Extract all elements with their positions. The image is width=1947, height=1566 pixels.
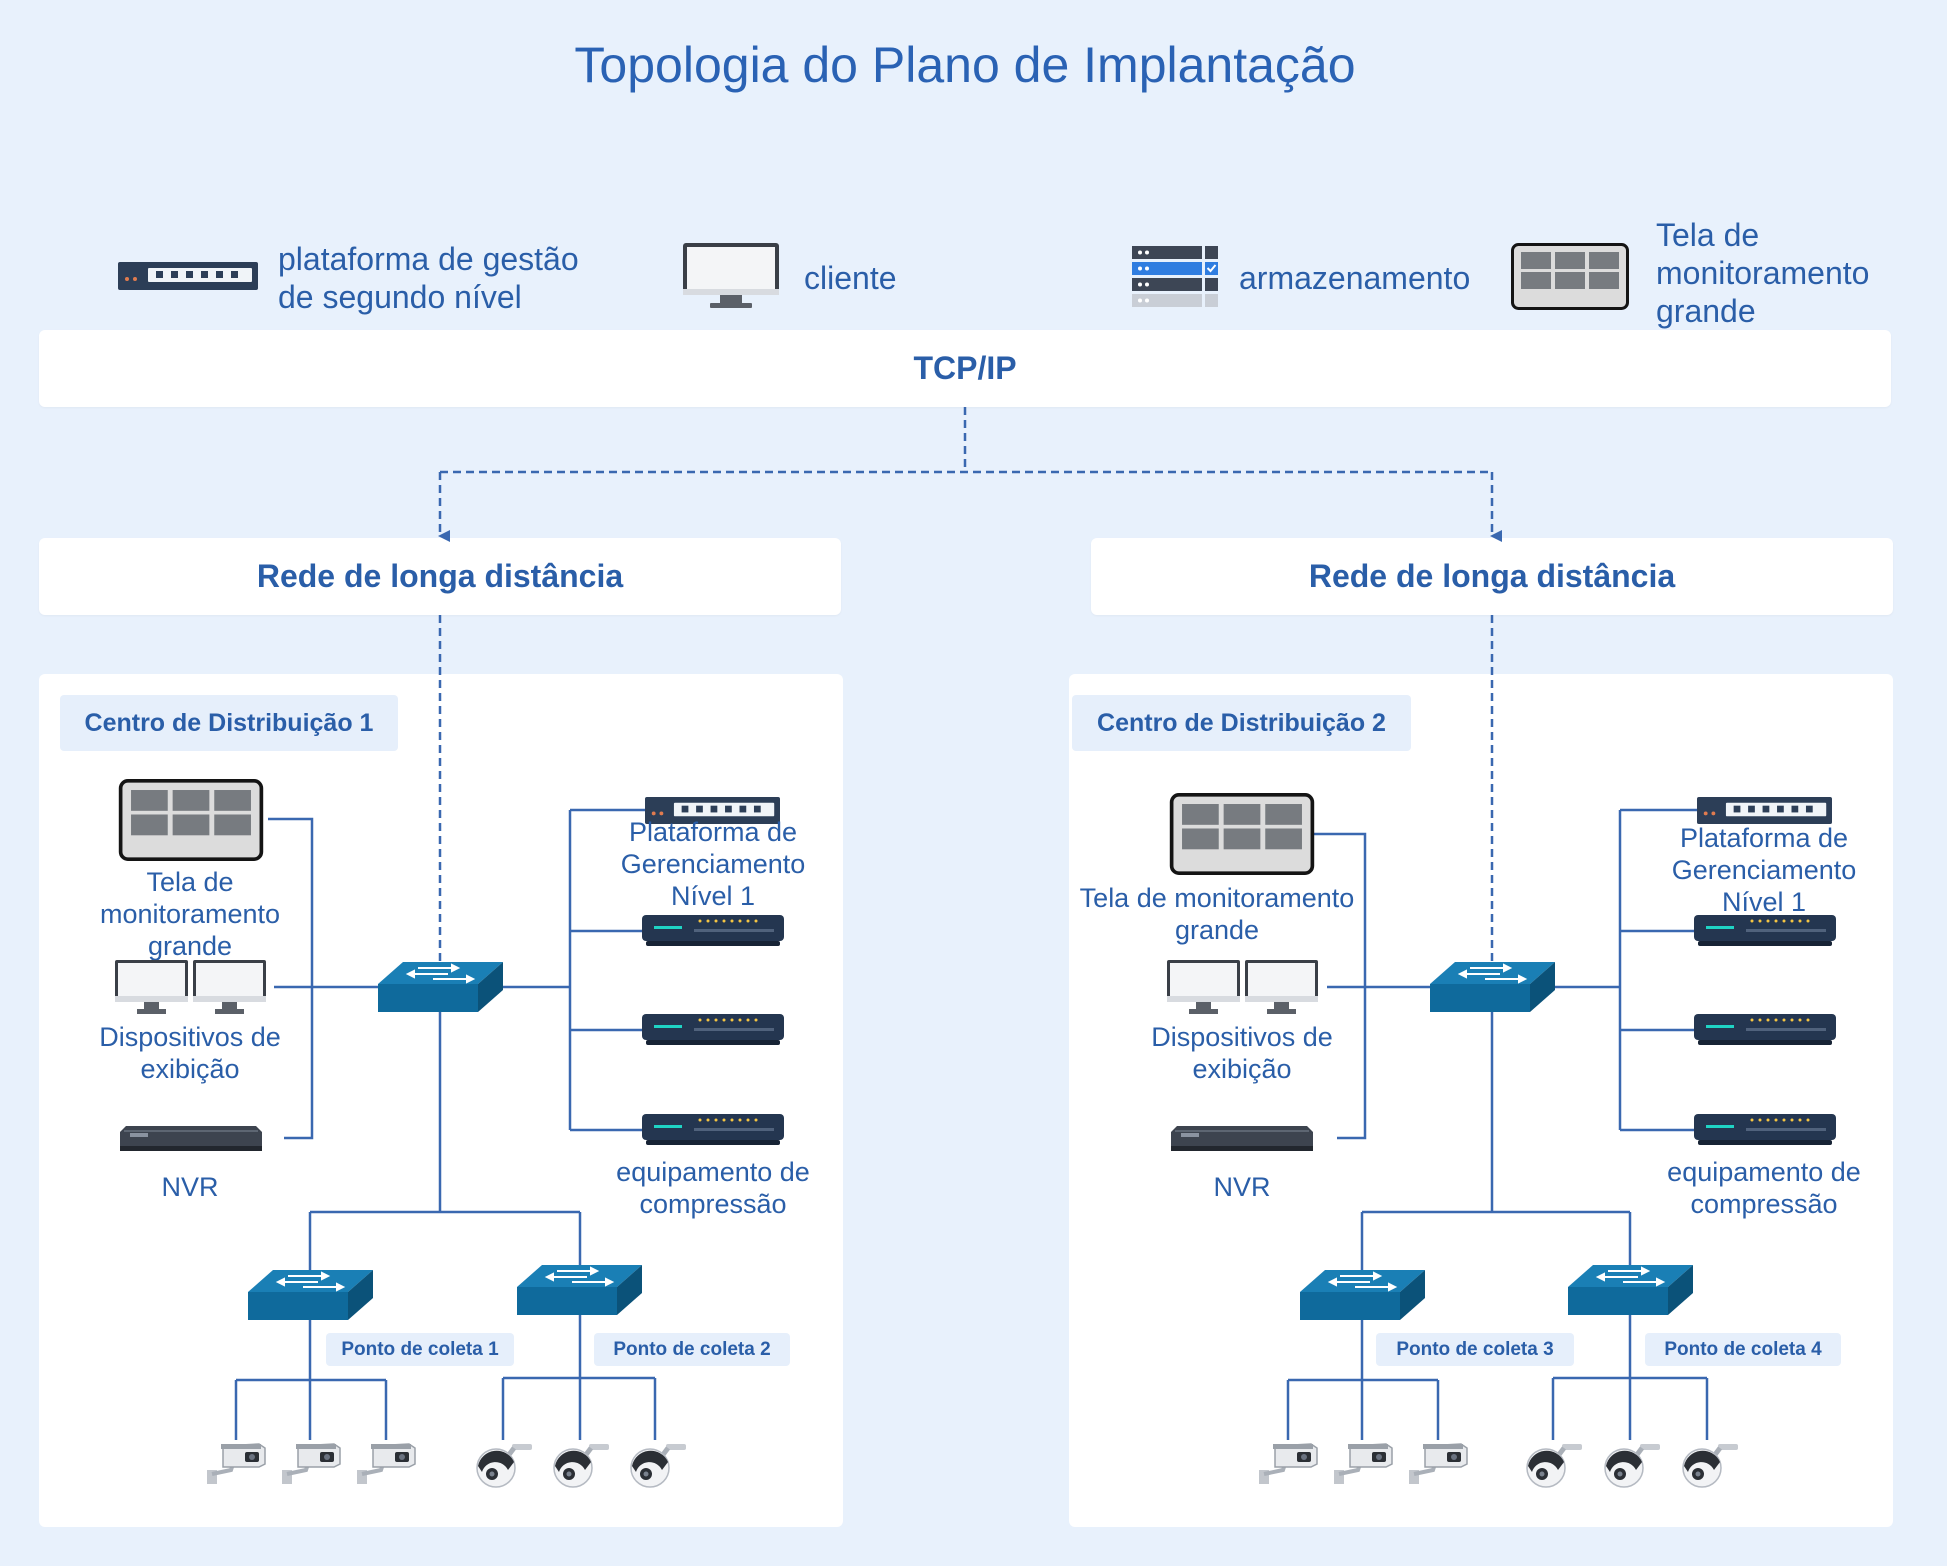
dome-camera-icon	[553, 1444, 609, 1488]
encoder-icon	[642, 915, 784, 946]
bullet-camera-icon	[1334, 1443, 1393, 1484]
core-switch-icon	[378, 962, 503, 1012]
access-switch-icon	[1300, 1270, 1425, 1320]
center1-screen-label: Tela de monitoramento grande	[99, 867, 281, 961]
dome-camera-icon	[1526, 1444, 1582, 1488]
wan-label-left: Rede de longa distância	[256, 558, 624, 594]
video-wall-icon	[118, 779, 264, 861]
legend-bigscreen-label: Tela de monitoramento grande	[1656, 217, 1870, 329]
platform-switch-icon	[645, 797, 780, 824]
page-title: Topologia do Plano de Implantação	[574, 37, 1356, 93]
encoder-icon	[1694, 1014, 1836, 1045]
wan-label-right: Rede de longa distância	[1308, 558, 1676, 594]
center1-platform-label: Plataforma de Gerenciamento Nível 1	[620, 817, 806, 911]
center2-nvr-label: NVR	[1213, 1172, 1271, 1202]
dome-camera-icon	[630, 1444, 686, 1488]
platform-switch-icon	[1697, 797, 1832, 824]
center1-display-label: Dispositivos de exibição	[99, 1022, 281, 1084]
center2-display-label: Dispositivos de exibição	[1151, 1022, 1333, 1084]
tcpip-label: TCP/IP	[913, 350, 1017, 386]
collection-point-2-tag: Ponto de coleta 2	[594, 1333, 790, 1366]
collection-point-4-tag: Ponto de coleta 4	[1645, 1333, 1841, 1366]
legend-client-label: cliente	[804, 260, 897, 296]
center1-compression-label: equipamento de compressão	[616, 1157, 810, 1219]
encoder-icon	[642, 1114, 784, 1145]
center2-platform-label: Plataforma de Gerenciamento Nível 1	[1671, 823, 1857, 917]
video-wall-icon	[1169, 793, 1315, 875]
wan-bar-left: Rede de longa distância	[39, 538, 841, 615]
center2-compression-label: equipamento de compressão	[1667, 1157, 1861, 1219]
core-switch-icon	[1430, 962, 1555, 1012]
collection-point-3-tag: Ponto de coleta 3	[1376, 1333, 1574, 1366]
collection-point-1-tag: Ponto de coleta 1	[326, 1333, 514, 1366]
legend-storage-label: armazenamento	[1239, 260, 1471, 296]
distribution-center-2-title: Centro de Distribuição 2	[1072, 695, 1411, 751]
distribution-center-1-title: Centro de Distribuição 1	[60, 695, 398, 751]
bullet-camera-icon	[282, 1443, 341, 1484]
encoder-icon	[1694, 915, 1836, 946]
encoder-icon	[642, 1014, 784, 1045]
storage-icon	[1132, 246, 1218, 307]
dual-monitor-icon	[1167, 960, 1318, 1014]
monitor-icon	[683, 243, 779, 308]
wan-bar-right: Rede de longa distância	[1091, 538, 1893, 615]
video-wall-icon	[1511, 243, 1629, 310]
dual-monitor-icon	[115, 960, 266, 1014]
bullet-camera-icon	[357, 1443, 416, 1484]
bullet-camera-icon	[1259, 1443, 1318, 1484]
legend: plataforma de gestão de segundo nível cl…	[0, 0, 1947, 330]
center1-nvr-label: NVR	[161, 1172, 219, 1202]
bullet-camera-icon	[207, 1443, 266, 1484]
dome-camera-icon	[476, 1444, 532, 1488]
encoder-icon	[1694, 1114, 1836, 1145]
dome-camera-icon	[1682, 1444, 1738, 1488]
nvr-icon	[120, 1126, 262, 1151]
nvr-icon	[1171, 1126, 1313, 1151]
dome-camera-icon	[1604, 1444, 1660, 1488]
legend-platform-label: plataforma de gestão de segundo nível	[278, 241, 579, 315]
access-switch-icon	[248, 1270, 373, 1320]
access-switch-icon	[517, 1265, 642, 1315]
switch-icon	[118, 262, 258, 290]
access-switch-icon	[1568, 1265, 1693, 1315]
bullet-camera-icon	[1409, 1443, 1468, 1484]
tcpip-bar: TCP/IP	[39, 330, 1891, 407]
center2-screen-label: Tela de monitoramento grande	[1079, 883, 1355, 945]
